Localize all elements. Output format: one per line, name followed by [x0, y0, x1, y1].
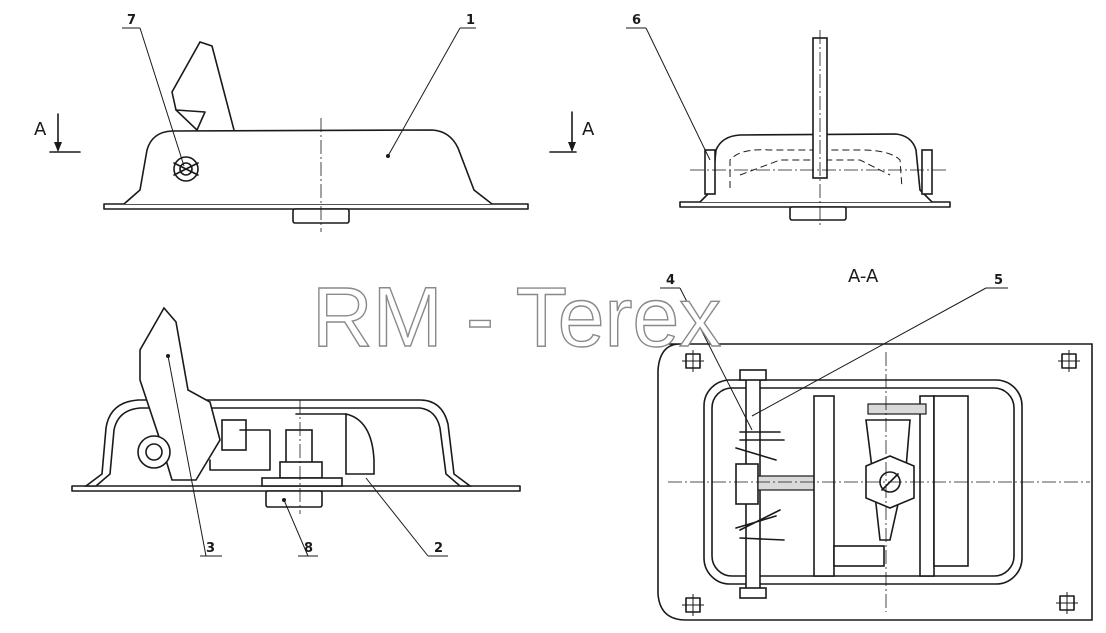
- section-arrow-head-left: [54, 142, 62, 152]
- callout-leader-7: [139, 27, 185, 167]
- callout-label-8: 8: [304, 541, 313, 556]
- pawl-square: [735, 463, 759, 505]
- handle-notch: [175, 109, 206, 131]
- callout-leader-8: [283, 499, 309, 557]
- callout-leader-6: [645, 27, 711, 161]
- callout-8: 8: [282, 498, 318, 557]
- watermark: RM - Terex: [312, 270, 721, 364]
- callout-label-5: 5: [994, 273, 1003, 288]
- side-view: [679, 30, 951, 228]
- callout-leader-1: [387, 27, 461, 157]
- callout-7: 7: [122, 13, 185, 167]
- section-letter-right: A: [582, 119, 595, 140]
- latch-plate: [345, 412, 375, 475]
- callout-leader-4: [679, 287, 753, 431]
- callout-label-4: 4: [666, 273, 675, 288]
- callout-leader-5: [751, 287, 987, 417]
- callout-5: 5: [751, 273, 1008, 417]
- washer: [261, 477, 343, 487]
- callout-dot-3: [166, 354, 170, 358]
- callout-label-6: 6: [632, 13, 641, 28]
- mounting-hole-top-left: [682, 350, 704, 372]
- pin-center: [179, 162, 193, 176]
- callout-leader-3: [167, 355, 207, 557]
- pivot-boss: [137, 435, 171, 469]
- callout-label-7: 7: [127, 13, 136, 28]
- section-mark-left: A: [34, 113, 81, 153]
- spring-upper: [735, 431, 785, 461]
- hinge-cap-bottom: [739, 587, 767, 599]
- callout-label-1: 1: [466, 13, 475, 28]
- callout-leader-2: [365, 477, 429, 557]
- spring-lower: [735, 509, 785, 541]
- section-letter-left: A: [34, 119, 47, 140]
- cylinder-section: [265, 490, 323, 508]
- hinge-pin-right: [921, 149, 933, 195]
- callout-dot-1: [386, 154, 390, 158]
- handle-lever: [171, 41, 235, 131]
- guide-rail-left: [813, 395, 835, 577]
- callout-label-2: 2: [434, 541, 443, 556]
- callout-4: 4: [660, 273, 753, 431]
- section-aa-view: A-A: [657, 266, 1093, 621]
- callout-label-3: 3: [206, 541, 215, 556]
- front-view: [103, 41, 529, 232]
- housing-body: [123, 129, 493, 205]
- pivot-pin: [145, 443, 163, 461]
- mounting-hole-top-right: [1058, 350, 1080, 372]
- top-plate: [867, 403, 927, 415]
- callout-1: 1: [386, 13, 476, 158]
- callout-dot-8: [282, 498, 286, 502]
- mounting-hole-bottom-left: [682, 594, 704, 616]
- mounting-hole-bottom-right: [1056, 592, 1078, 614]
- sectional-view: [71, 306, 521, 514]
- section-arrow-head-right: [568, 142, 576, 152]
- linkage: [209, 429, 271, 471]
- slide-block: [833, 545, 885, 567]
- hinge-cap-top: [739, 369, 767, 381]
- section-mark-right: A: [549, 111, 595, 153]
- side-cylinder-base: [789, 206, 847, 221]
- housing-wall-section: [83, 399, 473, 487]
- striker-block: [933, 395, 969, 567]
- guide-rail-right: [919, 395, 935, 577]
- callout-6: 6: [626, 13, 711, 161]
- hinge-pin-left: [704, 149, 716, 195]
- pawl-block: [221, 419, 247, 451]
- nut: [279, 461, 323, 479]
- callout-3: 3: [166, 354, 222, 557]
- cotter-pin: [173, 162, 199, 176]
- callout-2: 2: [365, 477, 448, 557]
- section-title: A-A: [848, 266, 879, 287]
